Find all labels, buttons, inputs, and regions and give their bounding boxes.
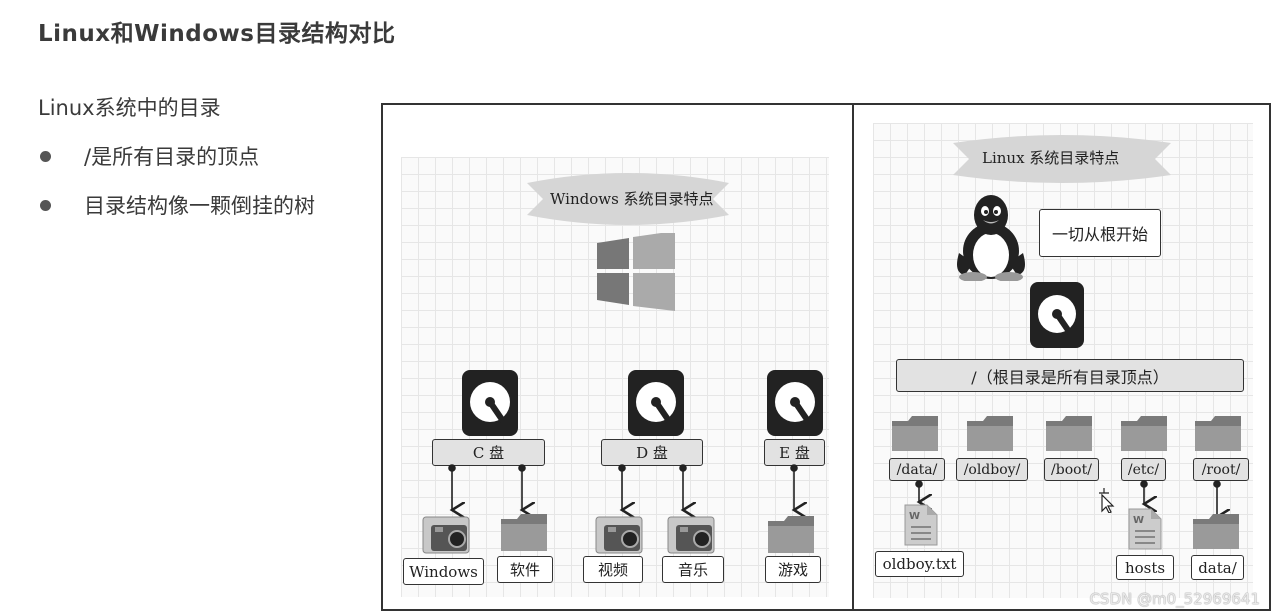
- camera-folder-icon: [422, 516, 470, 554]
- dir-label: /root/: [1193, 458, 1249, 481]
- folder-icon: [1121, 416, 1167, 451]
- windows-banner-shape: [527, 173, 729, 225]
- document-icon: W: [904, 504, 938, 546]
- root-directory-label: /（根目录是所有目录顶点）: [896, 359, 1244, 392]
- svg-text:W: W: [909, 511, 920, 522]
- csdn-watermark: CSDN @m0_52969641: [1089, 590, 1260, 608]
- document-icon: W: [1128, 508, 1162, 550]
- callout-box: 一切从根开始: [1039, 209, 1161, 257]
- dir-label: /boot/: [1044, 458, 1099, 481]
- folder-icon: [1046, 416, 1092, 451]
- bullet-text: 目录结构像一颗倒挂的树: [84, 194, 315, 218]
- mouse-cursor-icon: [1099, 488, 1115, 513]
- bullet-item: /是所有目录的顶点: [38, 141, 259, 171]
- file-label: oldboy.txt: [875, 551, 964, 577]
- folder-icon: [892, 416, 938, 451]
- file-label: hosts: [1116, 555, 1174, 580]
- section-subtitle: Linux系统中的目录: [38, 96, 221, 120]
- hard-drive-icon: [462, 370, 518, 436]
- linux-tree-arrows: [915, 480, 1273, 613]
- dir-label: /data/: [889, 458, 945, 481]
- windows-grid-background: [401, 157, 829, 597]
- tux-penguin-icon: [957, 195, 1025, 281]
- windows-child-label: 视频: [583, 556, 643, 583]
- windows-banner-text: Windows 系统目录特点: [550, 190, 714, 208]
- hard-drive-icon: [767, 370, 823, 436]
- camera-folder-icon: [667, 516, 715, 554]
- hard-drive-icon: [628, 370, 684, 436]
- windows-child-label: 音乐: [662, 556, 724, 583]
- drive-d-label: D 盘: [601, 439, 703, 466]
- windows-child-label: 游戏: [765, 556, 821, 583]
- hard-drive-icon: [1030, 282, 1084, 348]
- panel-divider: [852, 105, 854, 609]
- linux-banner-text: Linux 系统目录特点: [982, 149, 1120, 167]
- folder-icon: [1195, 416, 1241, 451]
- camera-folder-icon: [595, 516, 643, 554]
- bullet-dot-icon: [40, 199, 51, 211]
- folder-icon: [768, 516, 814, 553]
- svg-text:W: W: [1133, 515, 1144, 526]
- bullet-dot-icon: [40, 150, 51, 162]
- windows-tree-arrows: [448, 464, 853, 613]
- drive-c-label: C 盘: [432, 439, 545, 466]
- dir-label: /oldboy/: [956, 458, 1028, 481]
- folder-icon: [501, 514, 547, 551]
- windows-logo-icon: [597, 233, 675, 311]
- windows-child-label: Windows: [403, 558, 484, 585]
- windows-child-label: 软件: [497, 556, 553, 583]
- bullet-text: /是所有目录的顶点: [84, 145, 260, 169]
- folder-icon: [967, 416, 1013, 451]
- directory-comparison-diagram: Windows 系统目录特点 C 盘 D 盘 E 盘: [381, 103, 1271, 611]
- bullet-item: 目录结构像一颗倒挂的树: [38, 190, 315, 220]
- slide-title: Linux和Windows目录结构对比: [38, 21, 396, 47]
- linux-banner-shape: [953, 135, 1171, 183]
- folder-icon: [1193, 514, 1239, 549]
- dir-leaf-label: data/: [1191, 555, 1244, 580]
